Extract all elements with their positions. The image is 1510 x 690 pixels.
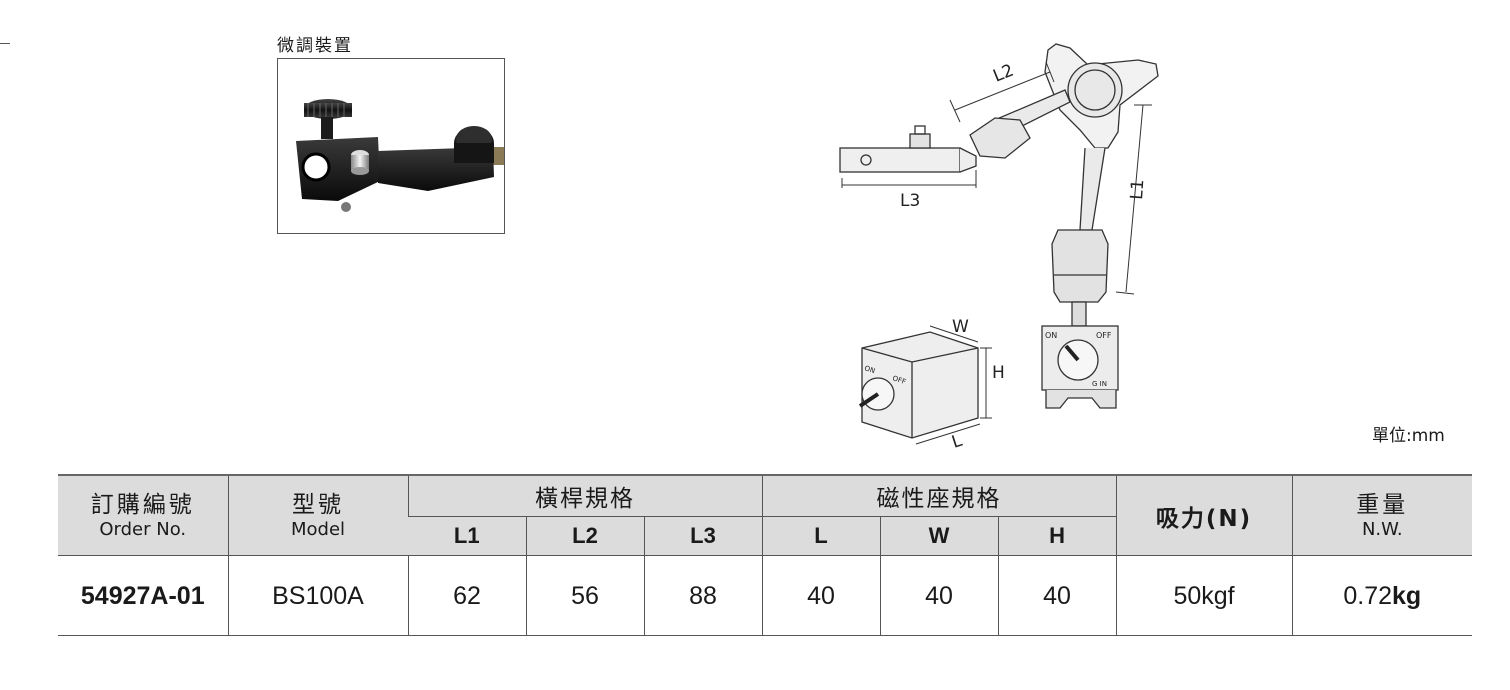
h-cell: 40 xyxy=(997,555,1117,636)
table-subheader-row: L1 L2 L3 L W H xyxy=(58,516,1472,556)
margin-dash xyxy=(0,43,10,44)
force-cell: 50kgf xyxy=(1115,555,1293,636)
l-cell: 40 xyxy=(761,555,881,636)
table-header-row: 訂購編號 Order No. 型號 Model 橫桿規格 磁性座規格 吸力(N)… xyxy=(58,475,1473,556)
weight-header: 重量 N.W. xyxy=(1291,475,1473,556)
model-value: BS100A xyxy=(272,581,364,610)
w-cell: 40 xyxy=(879,555,999,636)
base-off-label: OFF xyxy=(1096,331,1112,340)
l-label: L xyxy=(949,431,965,450)
l3-header: L3 xyxy=(643,516,763,556)
fine-adjust-caption: 微調裝置 xyxy=(277,36,353,56)
model-header: 型號 Model xyxy=(227,475,408,556)
l-header: L xyxy=(761,516,881,556)
l1-cell: 62 xyxy=(407,555,526,636)
fine-adjust-photo xyxy=(277,58,505,234)
h-header: H xyxy=(997,516,1117,556)
magnetic-stand-illustration: L2 L1 L3 W H L ON OFF G IN ON OFF xyxy=(839,43,1159,453)
base-gin-label: G IN xyxy=(1092,380,1107,388)
order-no-cell: 54927A-01 xyxy=(58,555,228,636)
block-off-label: OFF xyxy=(891,374,906,386)
unit-note: 單位:mm xyxy=(1372,426,1445,446)
l2-header: L2 xyxy=(525,516,644,556)
base-spec-header: 磁性座規格 xyxy=(761,475,1117,517)
w-label: W xyxy=(952,317,969,337)
weight-unit: kg xyxy=(1392,581,1422,610)
spec-table: 訂購編號 Order No. 型號 Model 橫桿規格 磁性座規格 吸力(N)… xyxy=(58,474,1473,636)
model-cell: BS100A xyxy=(227,555,408,636)
arm-spec-header: 橫桿規格 xyxy=(407,475,763,517)
order-no-header-zh: 訂購編號 xyxy=(90,491,195,518)
force-header: 吸力(N) xyxy=(1115,475,1293,556)
l2-value: 56 xyxy=(571,581,599,610)
l1-header: L1 xyxy=(408,516,526,556)
l1-label: L1 xyxy=(1127,179,1148,201)
base-on-label: ON xyxy=(1045,331,1057,340)
l2-label: L2 xyxy=(990,60,1016,86)
l-value: 40 xyxy=(807,581,835,610)
order-no-value: 54927A-01 xyxy=(80,581,205,610)
order-no-header: 訂購編號 Order No. xyxy=(58,475,228,556)
weight-header-en: N.W. xyxy=(1361,518,1403,540)
l3-label: L3 xyxy=(900,191,920,211)
fine-adjust-device-image xyxy=(296,99,504,212)
l2-cell: 56 xyxy=(525,555,644,636)
table-row: 54927A-01 BS100A 62 56 88 40 40 40 50kgf… xyxy=(58,555,1473,636)
h-label: H xyxy=(992,363,1005,383)
weight-header-zh: 重量 xyxy=(1356,491,1409,518)
order-no-header-en: Order No. xyxy=(99,518,187,540)
h-value: 40 xyxy=(1043,581,1071,610)
w-header: W xyxy=(879,516,999,556)
model-header-zh: 型號 xyxy=(292,491,344,518)
w-value: 40 xyxy=(925,581,953,610)
stand-dimension-drawing: L2 L1 L3 W H L ON OFF G IN ON OFF xyxy=(820,30,1480,453)
l1-value: 62 xyxy=(453,581,481,610)
l3-cell: 88 xyxy=(643,555,763,636)
model-header-en: Model xyxy=(290,518,346,540)
l3-value: 88 xyxy=(689,581,717,610)
force-value: 50kgf xyxy=(1173,581,1235,610)
weight-number: 0.72 xyxy=(1343,581,1393,610)
weight-cell: 0.72kg xyxy=(1291,555,1473,636)
block-on-label: ON xyxy=(863,364,876,375)
